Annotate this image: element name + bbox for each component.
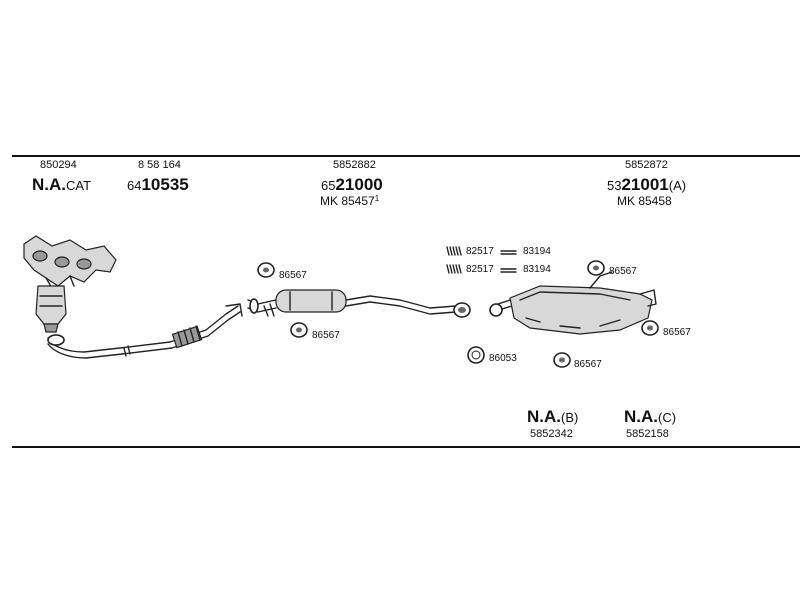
- front-pipe: [47, 303, 243, 359]
- bottom-rule: [12, 446, 800, 448]
- na-cat-prefix: N.A.: [32, 175, 66, 194]
- callout-86567-right-mid: 86567: [663, 327, 691, 338]
- callout-82517-row2: 82517: [466, 264, 494, 275]
- clamp-link-row1: [500, 250, 517, 255]
- mount-kit-85457-text: MK 85457: [320, 194, 375, 208]
- mount-kit-85458: MK 85458: [617, 194, 672, 208]
- rear-silencer-code-bold: 21001: [621, 175, 669, 194]
- na-b-suffix: (B): [561, 410, 579, 425]
- clamp-icon-row1: [446, 246, 462, 256]
- callout-83194-row2: 83194: [523, 264, 551, 275]
- part-number-5852872: 5852872: [625, 159, 668, 171]
- part-number-5852158: 5852158: [626, 428, 669, 440]
- top-rule: [12, 155, 800, 157]
- na-cat-suffix: CAT: [66, 178, 92, 193]
- clamp-icons: [446, 246, 517, 274]
- callout-82517-row1: 82517: [466, 246, 494, 257]
- part-number-850294: 850294: [40, 159, 77, 171]
- callout-83194-row1: 83194: [523, 246, 551, 257]
- rubber-mount-icons: [257, 260, 659, 368]
- middle-silencer-code-prefix: 65: [321, 178, 336, 193]
- middle-silencer-code-label: 6521000: [321, 176, 383, 194]
- na-cat-label: N.A.CAT: [32, 176, 91, 194]
- catalyst-code-label: 6410535: [127, 176, 189, 194]
- mount-kit-85457-sup: 1: [374, 194, 380, 203]
- na-b-label: N.A.(B): [527, 408, 578, 426]
- rear-silencer-code-prefix: 53: [607, 178, 622, 193]
- catalyst-code-prefix: 64: [127, 178, 142, 193]
- na-c-prefix: N.A.: [624, 407, 658, 426]
- rear-silencer-assembly: [489, 271, 657, 335]
- callout-86567-right-top: 86567: [609, 266, 637, 277]
- part-number-5852882: 5852882: [333, 159, 376, 171]
- part-number-858164: 8 58 164: [138, 159, 181, 171]
- rear-silencer-code-suffix: (A): [668, 178, 687, 193]
- na-c-label: N.A.(C): [624, 408, 676, 426]
- middle-silencer-assembly: [247, 289, 471, 318]
- callout-86053: 86053: [489, 353, 517, 364]
- callout-86567-mid: 86567: [312, 330, 340, 341]
- clamp-link-row2: [500, 268, 517, 273]
- rear-silencer-code-label: 5321001(A): [607, 176, 686, 194]
- na-b-prefix: N.A.: [527, 407, 561, 426]
- callout-86567-left-top: 86567: [279, 270, 307, 281]
- clamp-icon-row2: [446, 264, 462, 274]
- exhaust-manifold: [23, 235, 117, 289]
- callout-86567-bottom: 86567: [574, 359, 602, 370]
- catalytic-converter: [35, 285, 67, 333]
- part-number-5852342: 5852342: [530, 428, 573, 440]
- mount-kit-85457: MK 854571: [320, 194, 380, 208]
- catalyst-code-bold: 10535: [141, 175, 189, 194]
- na-c-suffix: (C): [658, 410, 677, 425]
- middle-silencer-code-bold: 21000: [335, 175, 383, 194]
